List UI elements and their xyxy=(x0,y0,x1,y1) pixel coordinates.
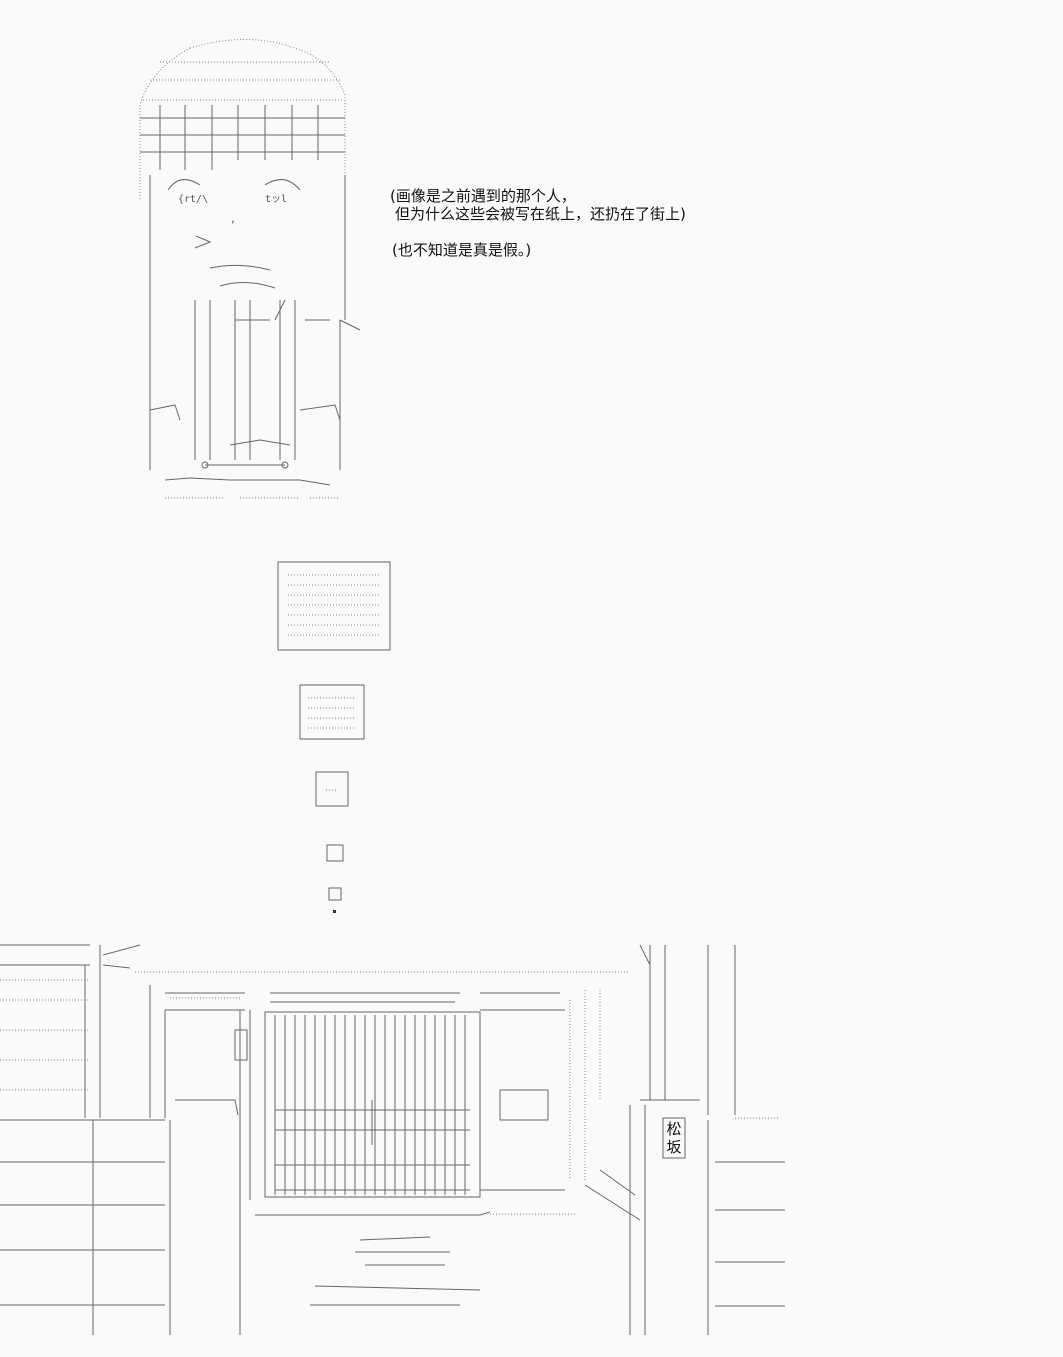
caption-line-1: (画像是之前遇到的那个人， xyxy=(390,187,576,205)
ascii-art-girl-icon: {rt/\ tッl , xyxy=(139,38,361,499)
ascii-art-street-icon xyxy=(0,944,785,1335)
svg-text:{rt/\: {rt/\ xyxy=(178,194,208,205)
caption-line-2: 但为什么这些会被写在纸上，还扔在了街上) xyxy=(395,205,686,223)
svg-text:tッl: tッl xyxy=(265,194,287,205)
street-sign-char-2: 坂 xyxy=(666,1138,682,1156)
street-sign-char-1: 松 xyxy=(666,1120,682,1138)
paper-sheet-icon xyxy=(277,561,391,913)
svg-text:,: , xyxy=(230,214,236,225)
caption-line-3: (也不知道是真是假。) xyxy=(392,241,532,259)
